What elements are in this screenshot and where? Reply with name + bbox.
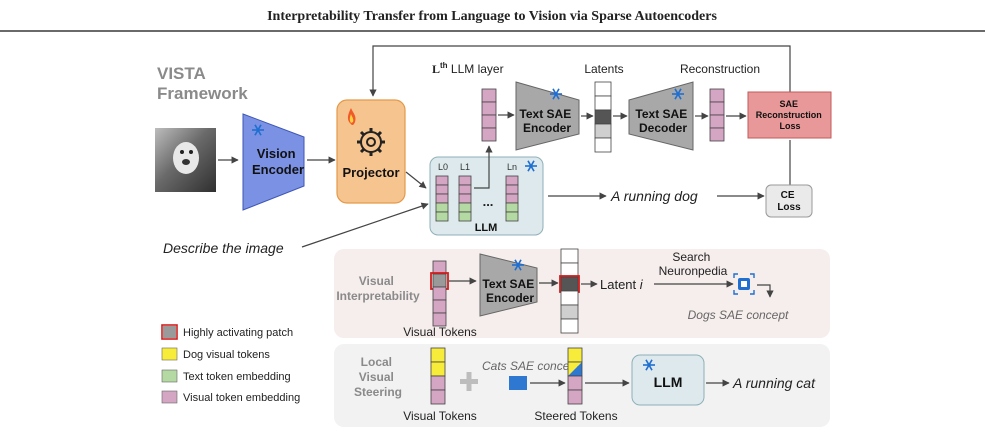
svg-text:Text SAE Decoder: Text SAE Decoder [635,107,690,135]
svg-text:Steered Tokens: Steered Tokens [534,409,617,423]
ce-loss: CE Loss [765,184,813,218]
svg-text:Latent i: Latent i [600,277,644,292]
legend: Highly activating patch Dog visual token… [161,324,300,404]
text-sae-decoder: Text SAE Decoder [628,81,694,151]
svg-text:A running cat: A running cat [732,375,816,391]
svg-text:Visual Tokens: Visual Tokens [403,409,477,423]
sae-reconstruction-loss: SAE Reconstruction Loss [747,91,832,139]
lth-layer-column [481,88,497,142]
svg-text:Text token embedding: Text token embedding [183,371,291,383]
svg-text:Search Neuronpedia: Search Neuronpedia [659,250,728,278]
svg-text:Visual token embedding: Visual token embedding [183,392,300,404]
visual-interpretability-panel: Visual Interpretability Visual Tokens Te… [334,248,830,339]
svg-text:Highly activating patch: Highly activating patch [183,327,293,339]
text-sae-encoder-interp: Text SAE Encoder [479,253,538,317]
text-sae-encoder: Text SAE Encoder [515,81,580,151]
svg-text:...: ... [483,194,494,209]
arrow-prompt-to-llm [301,202,429,248]
svg-text:Dog visual tokens: Dog visual tokens [183,349,270,361]
llm-column-l0 [435,175,449,222]
svg-text:L0: L0 [438,162,448,172]
llm-box: L0 L1 Ln ... LLM [429,156,544,236]
legend-item-visual-embedding: Visual token embedding [161,390,300,404]
svg-text:Text SAE Encoder: Text SAE Encoder [519,107,574,135]
steered-tokens-column [567,347,583,405]
svg-text:Visual Interpretability: Visual Interpretability [336,274,420,303]
steering-visual-tokens [430,347,446,405]
legend-item-dog-tokens: Dog visual tokens [161,347,270,361]
page-title: Interpretability Transfer from Language … [267,9,717,24]
svg-text:Visual Tokens: Visual Tokens [403,325,477,339]
output-text-dog: A running dog [610,188,698,204]
lth-layer-label: Lth LLM layer [432,61,504,76]
gear-icon [357,128,385,156]
dog-image [155,128,216,192]
svg-text:LLM: LLM [475,222,498,234]
svg-text:Projector: Projector [342,165,399,180]
svg-text:Vision Encoder: Vision Encoder [252,146,304,177]
framework-label: VISTA Framework [157,64,248,103]
svg-text:SAE Reconstruction: SAE Reconstruction Loss [756,99,825,131]
legend-item-text-embedding: Text token embedding [161,369,291,383]
latents-label: Latents [584,62,623,76]
arrow-projector-to-llm [405,171,427,189]
projector: Projector [336,99,406,204]
reconstruction-label: Reconstruction [680,62,760,76]
fire-icon [347,108,356,126]
llm-column-ln [505,175,519,222]
reconstruction-column [709,88,725,142]
cats-concept-vector [509,376,527,390]
local-visual-steering-panel: Local Visual Steering Visual Tokens Cats… [334,344,830,427]
svg-text:Text SAE Encoder: Text SAE Encoder [482,277,537,305]
chip-icon [733,273,755,295]
svg-text:Cats SAE concept: Cats SAE concept [482,359,580,373]
svg-text:L1: L1 [460,162,470,172]
interp-latents-column [559,248,580,334]
plus-icon [460,372,478,391]
svg-text:Dogs SAE concept: Dogs SAE concept [688,308,789,322]
svg-text:CE Loss: CE Loss [777,190,801,213]
steering-llm-box: LLM [631,354,705,406]
llm-column-l1 [458,175,472,222]
svg-text:Local Visual Steer: Local Visual Steering [354,355,402,399]
vision-encoder: Vision Encoder [242,113,305,211]
visual-tokens-column [430,260,449,327]
prompt-text: Describe the image [163,240,284,256]
legend-item-highlight-patch: Highly activating patch [161,324,293,340]
svg-text:LLM: LLM [654,374,683,390]
arrow-layer-extract [474,145,493,189]
arrow-loss-feedback [369,45,791,97]
latents-column [594,81,612,153]
svg-text:Ln: Ln [507,162,517,172]
